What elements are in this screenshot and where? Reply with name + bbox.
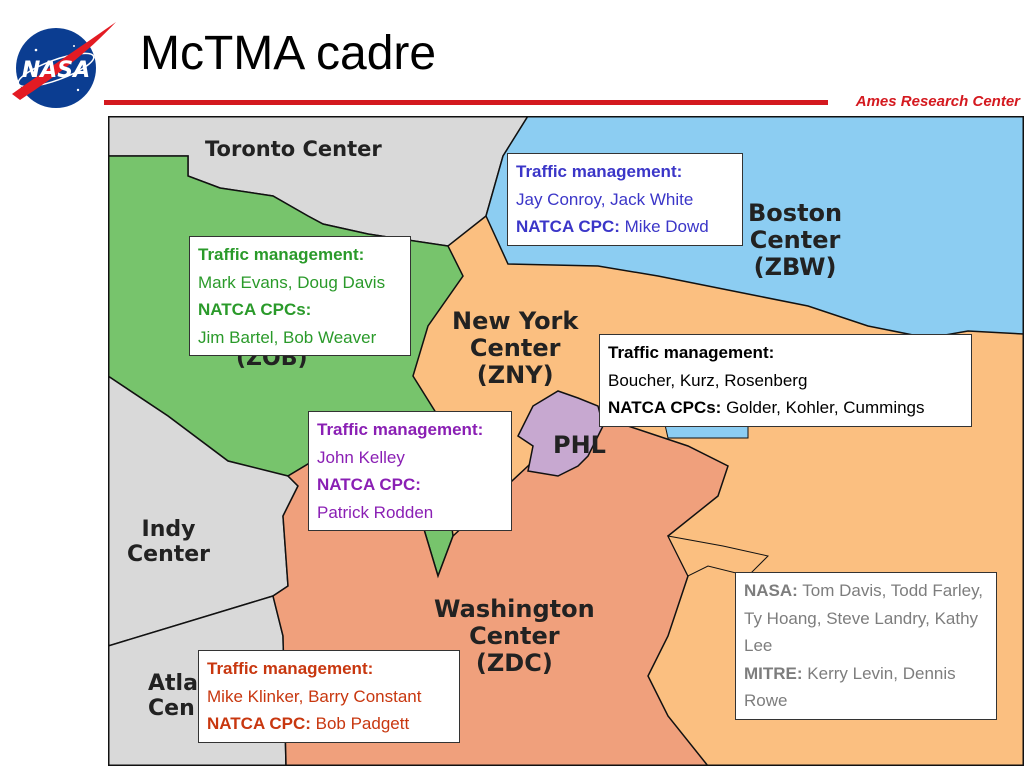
washington-center-label: Washington Center (ZDC) [434, 595, 595, 677]
washington-cadre-box: Traffic management: Mike Klinker, Barry … [198, 650, 460, 743]
indy-center-label: Indy Center [127, 517, 211, 567]
cleveland-tm-heading: Traffic management: [198, 245, 365, 264]
svg-text:NASA: NASA [22, 58, 90, 83]
nasa-heading: NASA: [744, 581, 798, 600]
boston-cpc-heading: NATCA CPC: [516, 217, 620, 236]
phl-cpc-names: Patrick Rodden [317, 502, 434, 522]
page-title: McTMA cadre [140, 27, 437, 80]
boston-center-label: Boston Center (ZBW) [748, 199, 843, 281]
new-york-tm-heading: Traffic management: [608, 343, 775, 362]
mitre-heading: MITRE: [744, 663, 803, 683]
washington-tm-heading: Traffic management: [207, 659, 374, 678]
mitre-names: Kerry Levin, Dennis Rowe [744, 663, 956, 711]
phl-cpc-heading: NATCA CPC: [317, 475, 421, 494]
boston-tm-heading: Traffic management: [516, 162, 683, 181]
cleveland-cpc-heading: NATCA CPCs: [198, 300, 312, 319]
phl-region [517, 390, 604, 477]
title-rule [104, 100, 828, 105]
phl-tm-names: John Kelley [317, 447, 405, 467]
new-york-cadre-box: Traffic management: Boucher, Kurz, Rosen… [599, 334, 972, 427]
phl-label: PHL [553, 431, 606, 459]
boston-cadre-box: Traffic management: Jay Conroy, Jack Whi… [507, 153, 743, 246]
atlanta-center-label: Atla Cen [148, 671, 198, 721]
cleveland-cpc-names: Jim Bartel, Bob Weaver [198, 327, 377, 347]
nasa-names: Tom Davis, Todd Farley, Ty Hoang, Steve … [744, 581, 984, 655]
washington-tm-names: Mike Klinker, Barry Constant [207, 686, 422, 706]
phl-tm-heading: Traffic management: [317, 420, 484, 439]
new-york-cpc-heading: NATCA CPCs: [608, 398, 722, 417]
washington-cpc-names: Bob Padgett [315, 714, 410, 733]
washington-cpc-heading: NATCA CPC: [207, 714, 311, 733]
new-york-tm-names: Boucher, Kurz, Rosenberg [608, 370, 808, 390]
new-york-center-label: New York Center (ZNY) [452, 307, 579, 389]
toronto-center-label: Toronto Center [205, 137, 382, 161]
nasa-mitre-cadre-box: NASA: Tom Davis, Todd Farley, Ty Hoang, … [735, 572, 997, 720]
new-york-cpc-names: Golder, Kohler, Cummings [726, 398, 925, 417]
cleveland-tm-names: Mark Evans, Doug Davis [198, 272, 386, 292]
boston-cpc-names: Mike Dowd [624, 217, 709, 236]
nasa-logo: NASA [12, 22, 116, 108]
center-name: Ames Research Center [855, 93, 1020, 110]
phl-cadre-box: Traffic management: John Kelley NATCA CP… [308, 411, 512, 531]
cleveland-cadre-box: Traffic management: Mark Evans, Doug Dav… [189, 236, 411, 356]
boston-tm-names: Jay Conroy, Jack White [516, 189, 694, 209]
